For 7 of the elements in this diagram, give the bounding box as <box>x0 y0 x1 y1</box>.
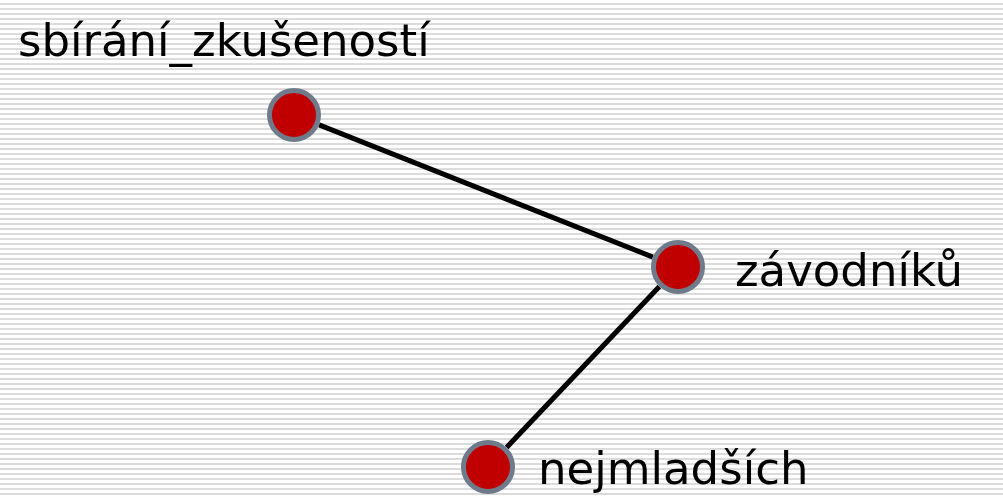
node-label: závodníků <box>735 248 964 293</box>
connector-line <box>504 284 662 450</box>
node-circle <box>651 240 705 294</box>
connector-line <box>318 122 654 260</box>
node-circle <box>461 440 515 494</box>
node-circle <box>267 88 321 142</box>
node-label: nejmladších <box>538 446 809 491</box>
